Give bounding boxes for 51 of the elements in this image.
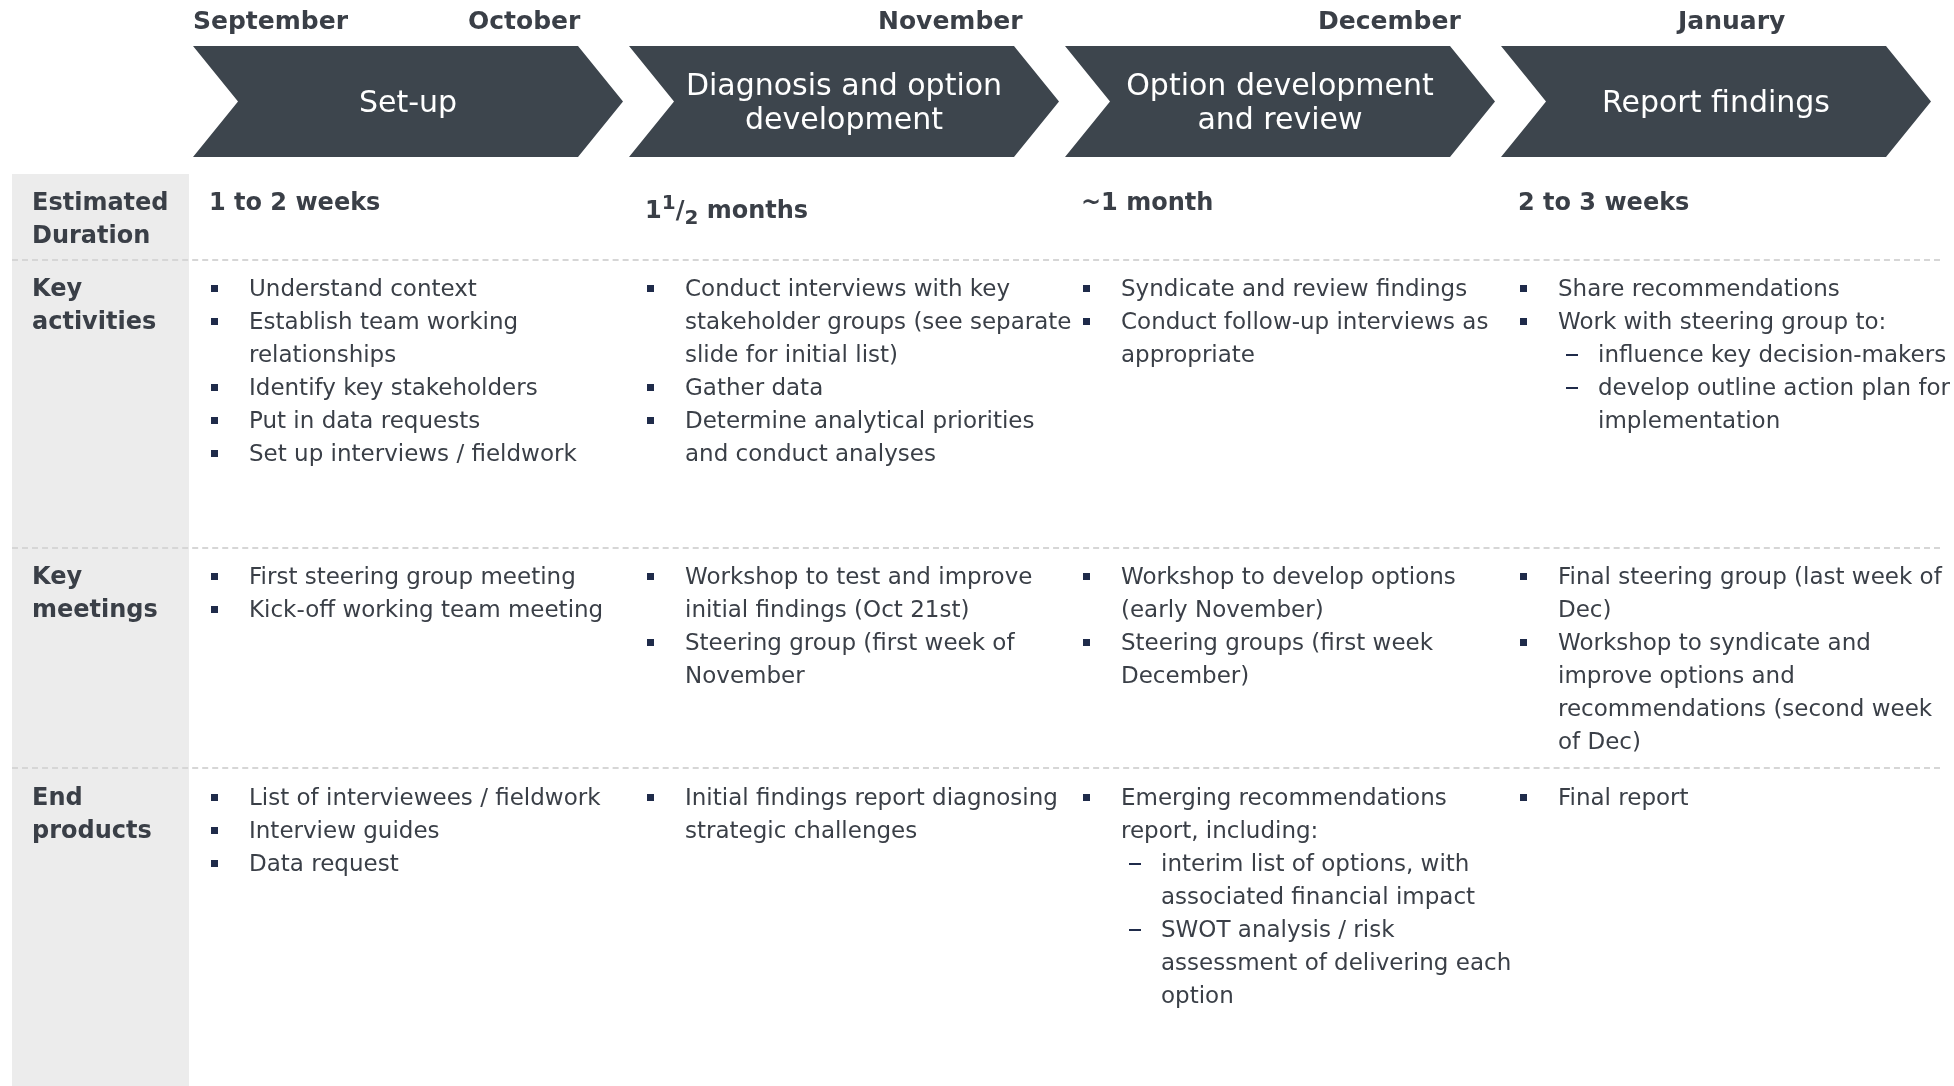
list-item: Kick-off working team meeting xyxy=(249,595,605,624)
list-item: Gather data xyxy=(685,373,825,402)
phase-title: Diagnosis and option development xyxy=(684,67,1004,136)
list-item: Interview guides xyxy=(249,816,441,845)
list-item: Conduct interviews with key stakeholder groups (see separate slide for initial list) xyxy=(685,274,1073,369)
phase-title: Set-up xyxy=(358,84,458,119)
duration-text: 1$^{1}$/$_{2}$ months xyxy=(645,189,810,231)
list-item: Set up interviews / fieldwork xyxy=(249,439,578,468)
list-item: Initial findings report diagnosing strategic challenges xyxy=(685,783,1059,845)
sub-list-item: interim list of options, with associated financial impact xyxy=(1161,849,1477,911)
phase-title: Option development and review xyxy=(1125,67,1435,136)
chevron-shape xyxy=(1065,46,1495,157)
month-label: November xyxy=(878,6,1023,35)
row-header: End products xyxy=(32,782,153,846)
sub-list-item: influence key decision-makers xyxy=(1598,340,1948,369)
list-item: Conduct follow-up interviews as appropriate xyxy=(1121,307,1490,369)
list-item: Understand context xyxy=(249,274,478,303)
duration-text: 2 to 3 weeks xyxy=(1518,187,1691,218)
duration-text: 1 to 2 weeks xyxy=(209,187,382,218)
chevron-shape xyxy=(1501,46,1931,157)
list-item: Put in data requests xyxy=(249,406,482,435)
list-item: Final report xyxy=(1558,783,1690,812)
list-item: First steering group meeting xyxy=(249,562,577,591)
list-item: Data request xyxy=(249,849,400,878)
month-label: October xyxy=(468,6,581,35)
list-item: Steering group (first week of November xyxy=(685,628,1016,690)
month-label: January xyxy=(1678,6,1786,35)
list-item: Share recommendations xyxy=(1558,274,1841,303)
list-item: Workshop to test and improve initial findings (Oct 21st) xyxy=(685,562,1034,624)
month-label: December xyxy=(1318,6,1461,35)
sub-list-item: develop outline action plan for implementation xyxy=(1598,373,1952,435)
list-item: Workshop to develop options (early November) xyxy=(1121,562,1457,624)
phase-title: Report findings xyxy=(1602,84,1830,119)
list-item: Workshop to syndicate and improve options and recommendations (second week of Dec) xyxy=(1558,628,1934,756)
list-item: Steering groups (first week December) xyxy=(1121,628,1434,690)
list-item: Identify key stakeholders xyxy=(249,373,539,402)
row-header: Key meetings xyxy=(32,561,159,625)
duration-text: ~1 month xyxy=(1081,187,1215,218)
month-label: September xyxy=(193,6,348,35)
list-item: Syndicate and review findings xyxy=(1121,274,1469,303)
list-item: Final steering group (last week of Dec) xyxy=(1558,562,1944,624)
chevron-shape xyxy=(193,46,623,157)
list-item: Work with steering group to: xyxy=(1558,307,1888,336)
row-header: Estimated Duration xyxy=(32,187,170,251)
list-item: Determine analytical priorities and conduct analyses xyxy=(685,406,1036,468)
chevron-shape xyxy=(629,46,1059,157)
list-item: Establish team working relationships xyxy=(249,307,520,369)
list-item: Emerging recommendations report, including: xyxy=(1121,783,1448,845)
list-item: List of interviewees / fieldwork xyxy=(249,783,602,812)
row-header: Key activities xyxy=(32,273,158,337)
sub-list-item: SWOT analysis / risk assessment of delivering each option xyxy=(1161,915,1513,1010)
